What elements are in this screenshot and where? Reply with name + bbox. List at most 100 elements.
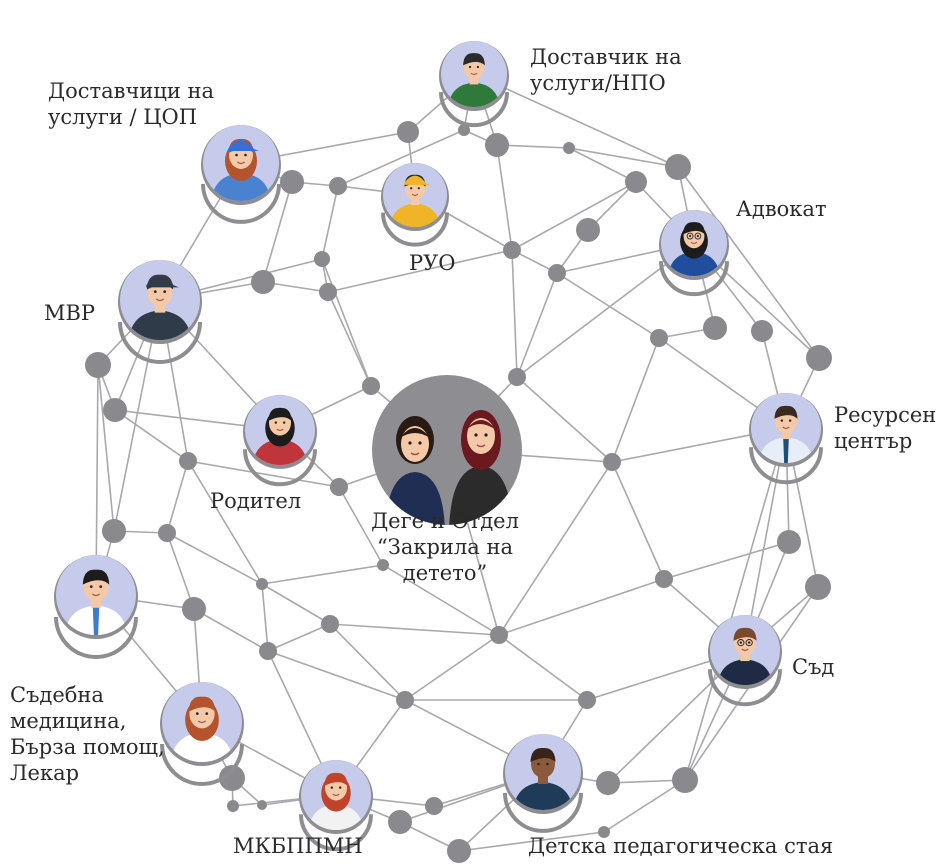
graph-node [102,519,126,543]
label-mkbppmn: МКБППМН [233,833,363,859]
graph-node [508,368,526,386]
graph-node [314,251,330,267]
graph-node [806,345,832,371]
graph-edge [329,623,406,701]
graph-edge [329,623,500,636]
graph-node [85,352,111,378]
graph-nodes [85,121,832,863]
graph-edge [166,532,263,585]
graph-edge [663,541,790,580]
label-line: Бърза помощ, [10,735,165,759]
label-line: детето” [402,561,488,585]
parent-avatar [243,395,317,487]
graph-edge [97,364,115,532]
graph-edge [458,831,605,852]
graph-node [396,691,414,709]
graph-edge [511,249,518,378]
graph-node [330,478,348,496]
graph-edge [267,650,406,701]
graph-edge [267,623,331,652]
graph-edge [261,583,269,652]
graph-edge [114,409,189,462]
judge-avatar [708,615,782,707]
graph-edge [327,249,513,293]
label-line: Ресурсен [834,403,937,427]
label-police: МВР [44,300,95,326]
graph-edge [516,272,558,378]
label-lawyer: Адвокат [736,196,827,222]
graph-node [447,839,471,863]
label-line: Детска педагогическа стая [528,834,834,858]
graph-edge [511,181,637,251]
label-line: МКБППМН [233,834,363,858]
graph-edge [187,460,263,585]
graph-edge [338,486,384,566]
graph-edge [327,291,372,387]
graph-node [548,264,566,282]
graph-node [665,154,691,180]
graph-edge [193,608,269,652]
graph-node [655,570,673,588]
graph-edge [568,147,637,183]
graph-edge [496,144,570,149]
label-resource-center: Ресурсен център [834,402,936,454]
label-line: “Закрила на [377,535,513,559]
graph-node [179,452,197,470]
graph-node [259,642,277,660]
graph-edge [568,147,679,168]
police-avatar [118,260,202,364]
label-line: МВР [44,301,96,325]
graph-node [251,270,275,294]
graph-node [319,283,337,301]
label-line: Съдебна [10,683,104,707]
graph-node [321,615,339,633]
ngo-provider-avatar [439,41,509,128]
graph-node [280,170,304,194]
label-line: Адвокат [736,197,827,221]
graph-edge [498,461,613,636]
graph-edge [516,242,695,378]
doctor-avatar [54,555,138,659]
graph-node [703,316,727,340]
label-line: център [834,429,913,453]
police-teacher-avatar [503,734,583,833]
graph-node [650,329,668,347]
graph-node [563,142,575,154]
ruo-avatar [381,163,449,247]
graph-node [805,574,831,600]
graph-node [777,530,801,554]
graph-node [377,559,389,571]
graph-node [219,765,245,791]
graph-node [503,241,521,259]
graph-node [425,797,443,815]
label-line: Съд [792,655,835,679]
graph-edge [611,337,660,463]
label-court: Съд [792,654,834,680]
graph-node [596,771,620,795]
graph-node [256,578,268,590]
label-line: услуги / ЦОП [48,105,198,129]
graph-edge [166,532,195,610]
graph-edge [496,144,513,251]
label-center: Деге и Отдел “Закрила на детето” [355,508,535,586]
graph-edge [603,779,686,833]
label-line: РУО [409,251,456,275]
graph-node [485,133,509,157]
actor-avatars [54,41,823,852]
graph-node [490,626,508,644]
graph-node [182,597,206,621]
graph-node [362,377,380,395]
graph-edge [404,634,500,701]
graph-node [329,177,347,195]
graph-node [598,826,610,838]
label-ped-room: Детска педагогическа стая [528,833,833,859]
label-line: Доставчици на [48,79,215,103]
graph-node [578,691,596,709]
label-cop-providers: Доставчици на услуги / ЦОП [48,78,214,130]
label-medicine: Съдебна медицина, Бърза помощ, Лекар [10,682,165,786]
graph-edge [473,73,679,168]
graph-edge [611,461,665,580]
graph-edge [684,427,787,781]
